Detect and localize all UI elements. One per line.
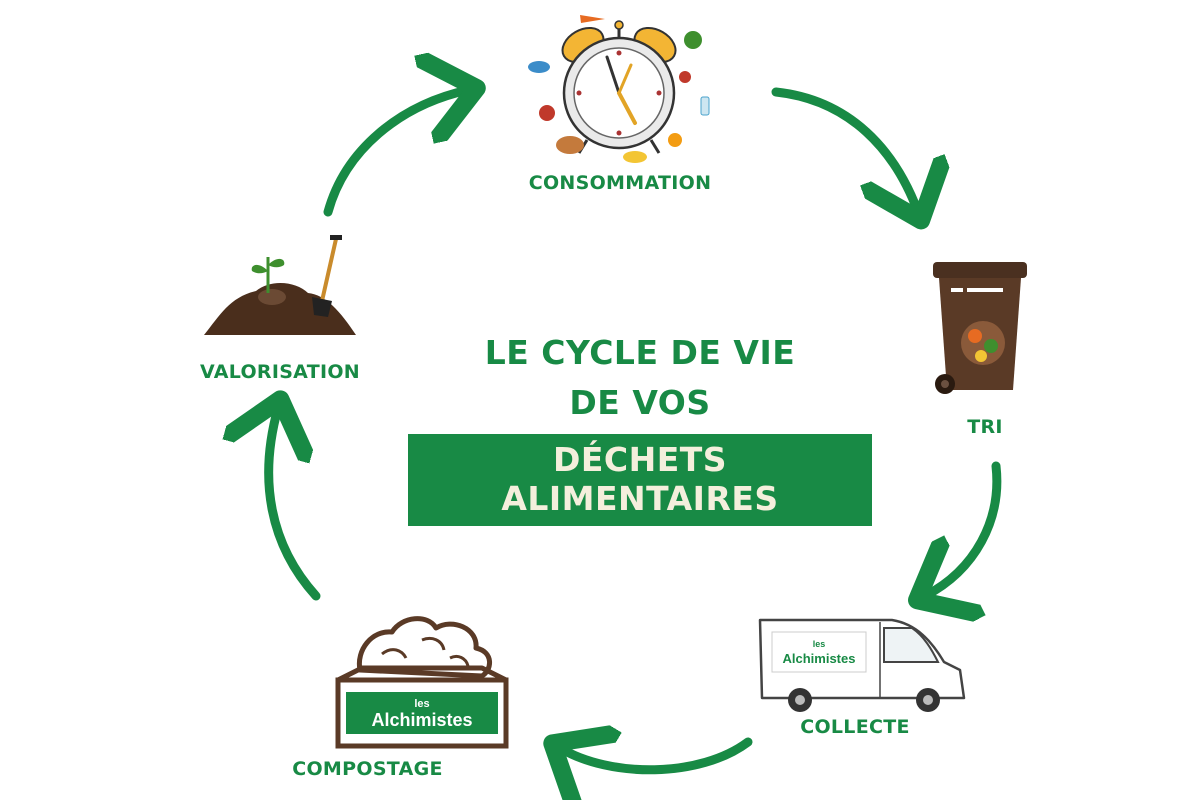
arrow-valorisation-to-consommation	[323, 90, 468, 217]
title-highlight-box: DÉCHETS ALIMENTAIRES	[408, 434, 872, 526]
title-line-2: DE VOS	[569, 383, 711, 422]
arrow-compostage-to-valorisation	[269, 408, 321, 601]
step-label-compostage: COMPOSTAGE	[292, 758, 443, 780]
title-line-1: LE CYCLE DE VIE	[484, 333, 796, 372]
brown-bin-illustration	[933, 262, 1027, 394]
soil-sprout-shovel-illustration	[204, 235, 356, 335]
arrow-collecte-to-compostage	[560, 742, 753, 770]
alarm-clock-food-illustration	[528, 15, 710, 163]
van-brand-small: les	[813, 639, 826, 649]
diagram-title: LE CYCLE DE VIE DE VOS DÉCHETS ALIMENTAI…	[405, 328, 875, 526]
step-label-valorisation: VALORISATION	[200, 361, 360, 383]
step-label-tri: TRI	[967, 416, 1003, 438]
crate-brand-name: Alchimistes	[371, 710, 472, 730]
crate-brand-small: les	[414, 698, 429, 710]
step-label-collecte: COLLECTE	[800, 716, 910, 738]
arrow-tri-to-collecte	[925, 461, 1002, 596]
van-brand-name: Alchimistes	[783, 651, 856, 666]
van-illustration: les Alchimistes	[758, 618, 966, 712]
arrow-consommation-to-tri	[771, 87, 918, 212]
compost-crate-illustration: les Alchimistes	[335, 616, 509, 749]
step-label-consommation: CONSOMMATION	[528, 172, 712, 194]
